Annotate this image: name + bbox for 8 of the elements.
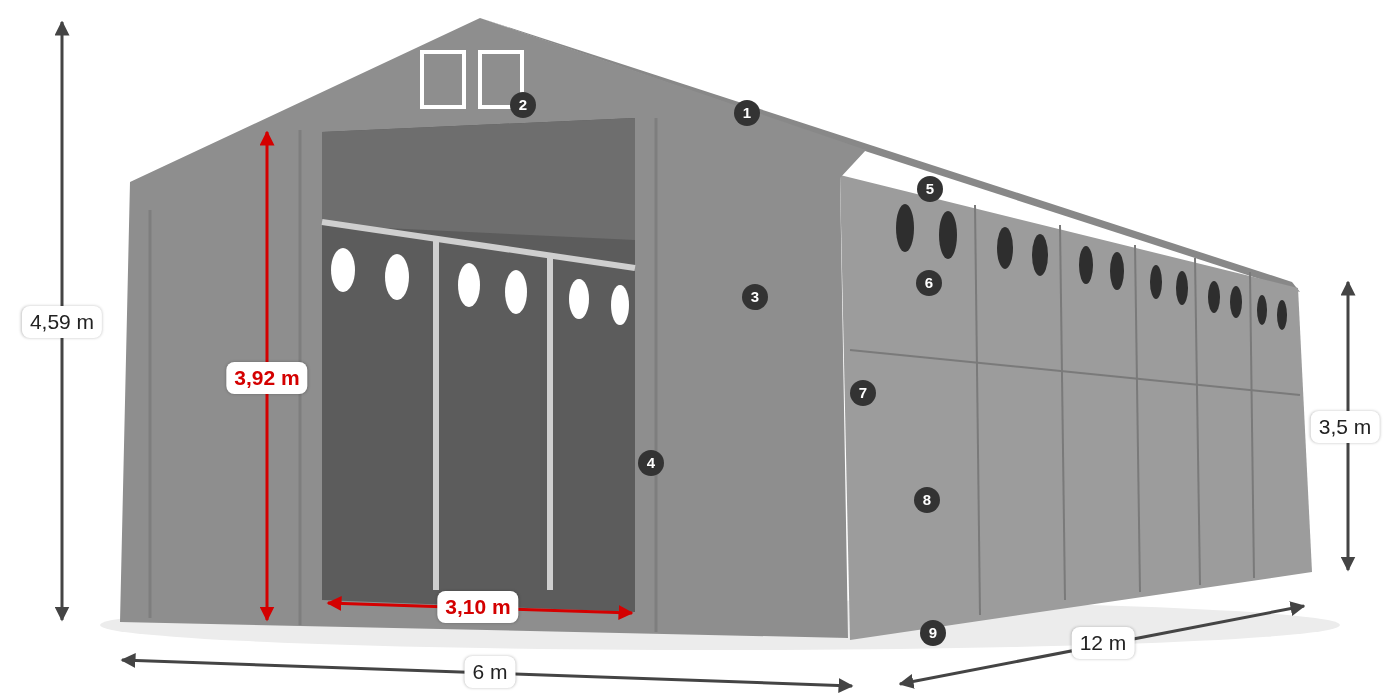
- callout-number: 1: [734, 100, 760, 126]
- dimension-label: 3,10 m: [437, 591, 519, 623]
- dimension-label: 3,92 m: [226, 362, 308, 394]
- dimension-label: 3,5 m: [1310, 411, 1380, 443]
- dimension-label: 4,59 m: [21, 306, 103, 338]
- callout-number: 5: [917, 176, 943, 202]
- dimension-label: 6 m: [464, 656, 516, 688]
- dimension-label: 12 m: [1071, 627, 1135, 659]
